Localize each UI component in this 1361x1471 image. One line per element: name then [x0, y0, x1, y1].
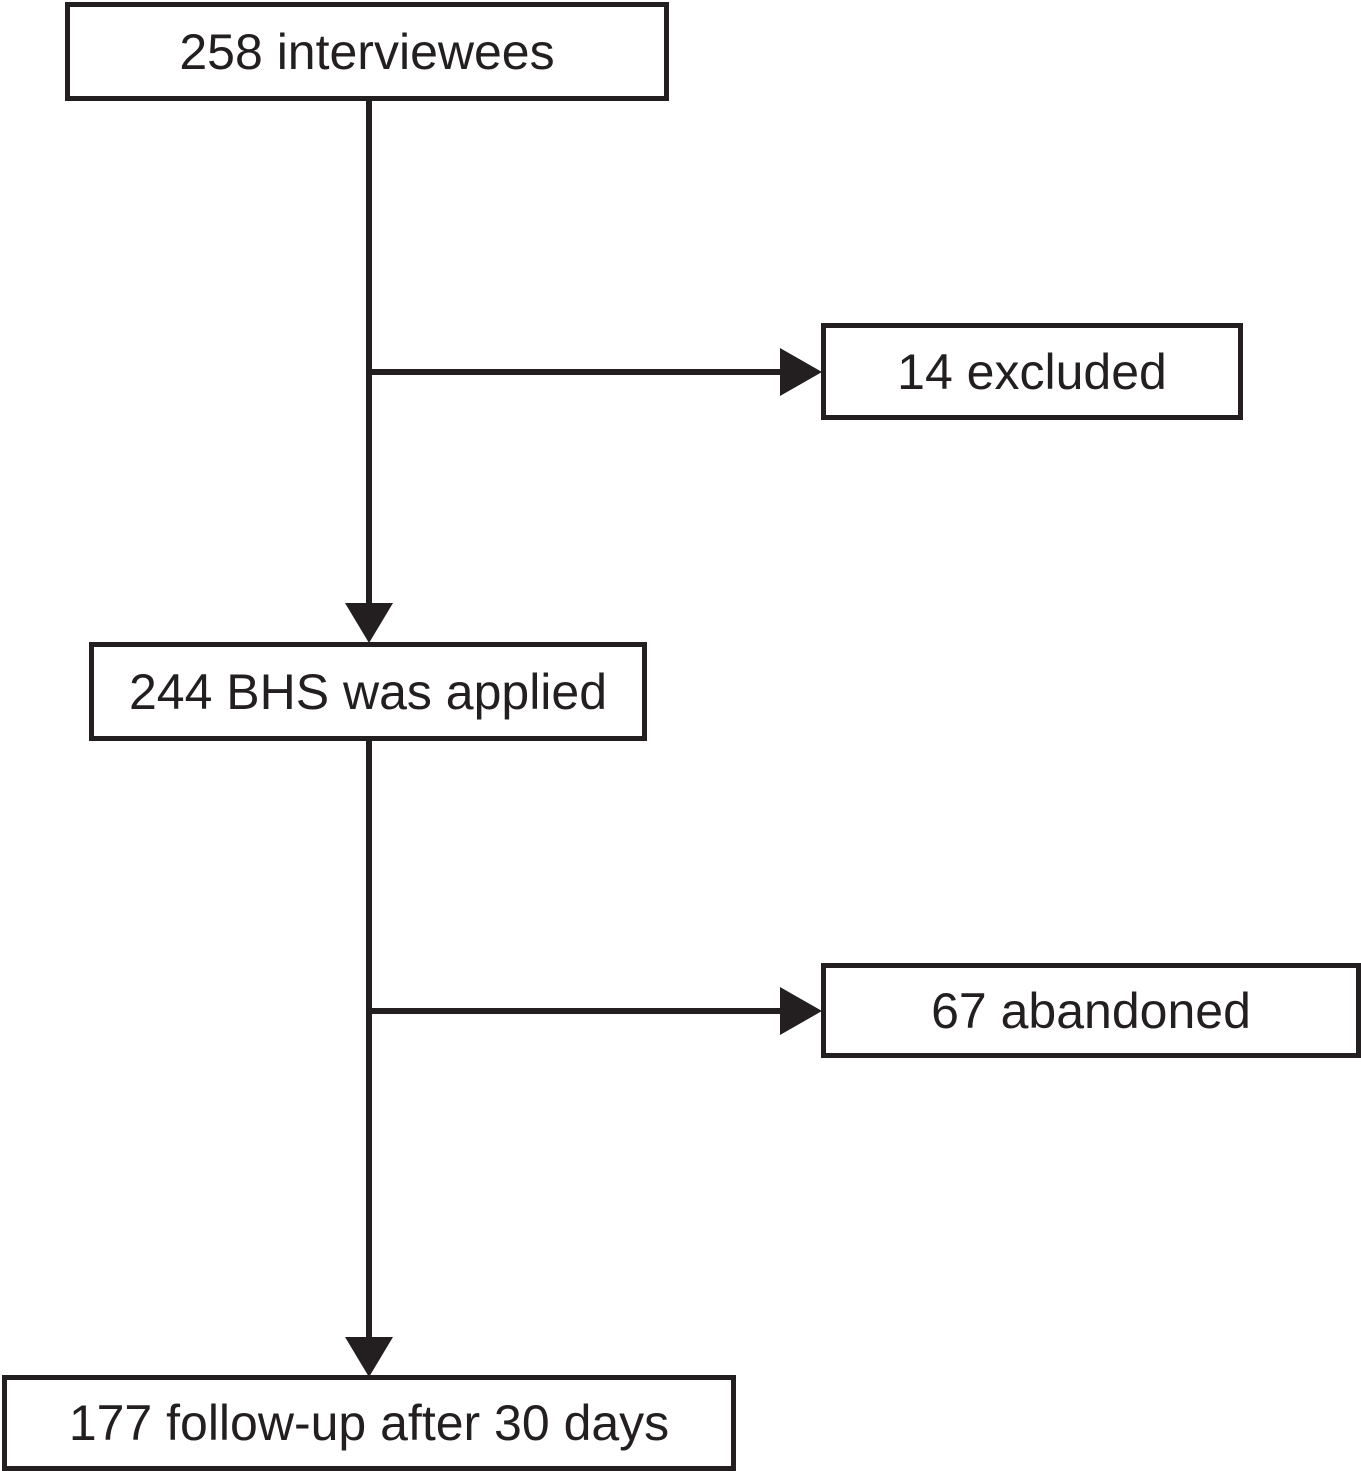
- node-excluded: 14 excluded: [821, 323, 1243, 420]
- node-interviewees-label: 258 interviewees: [179, 23, 555, 80]
- arrowhead-down-icon: [345, 603, 393, 643]
- node-interviewees: 258 interviewees: [65, 2, 669, 101]
- node-follow-up-label: 177 follow-up after 30 days: [68, 1395, 670, 1451]
- arrowhead-right-icon: [780, 987, 822, 1035]
- node-abandoned: 67 abandoned: [821, 963, 1361, 1058]
- node-excluded-label: 14 excluded: [897, 343, 1167, 400]
- node-abandoned-label: 67 abandoned: [931, 982, 1251, 1039]
- arrowhead-right-icon: [780, 348, 822, 396]
- node-bhs-applied: 244 BHS was applied: [89, 642, 647, 741]
- arrowhead-down-icon: [345, 1337, 393, 1377]
- node-bhs-applied-label: 244 BHS was applied: [128, 663, 608, 720]
- node-follow-up: 177 follow-up after 30 days: [2, 1375, 736, 1471]
